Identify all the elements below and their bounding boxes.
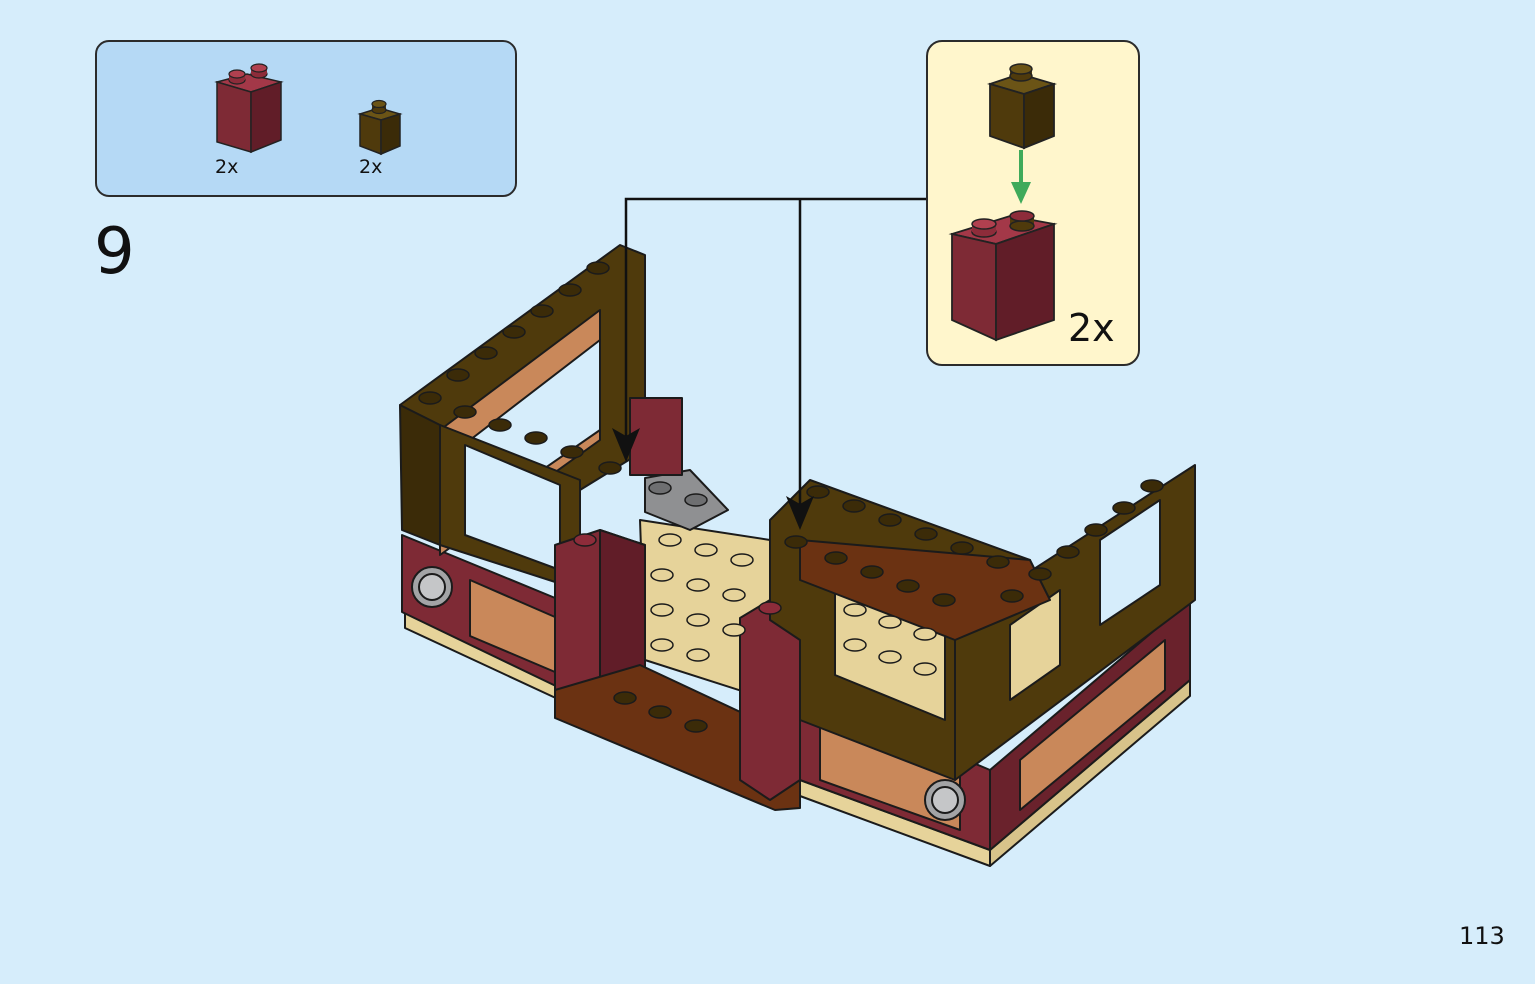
callout-assembly-illustration [948, 63, 1058, 342]
part-count-dark-brown: 2x [359, 156, 383, 178]
part-count-dark-red: 2x [215, 156, 239, 178]
arrow-head-left-icon [612, 428, 640, 462]
dark-red-brick-part-icon [214, 63, 284, 154]
red-pillar-center [629, 397, 683, 476]
arrow-head-right-icon [786, 496, 814, 530]
page-number: 113 [1459, 922, 1505, 950]
callout-count: 2x [1068, 306, 1115, 350]
sub-assembly-callout: 2x [926, 40, 1140, 366]
step-number: 9 [94, 215, 135, 289]
green-arrow-icon [1011, 182, 1031, 204]
placement-guide-arrows [624, 197, 926, 510]
parts-list-box: 2x 2x [95, 40, 517, 197]
dark-brown-brick-part-icon [357, 99, 403, 156]
